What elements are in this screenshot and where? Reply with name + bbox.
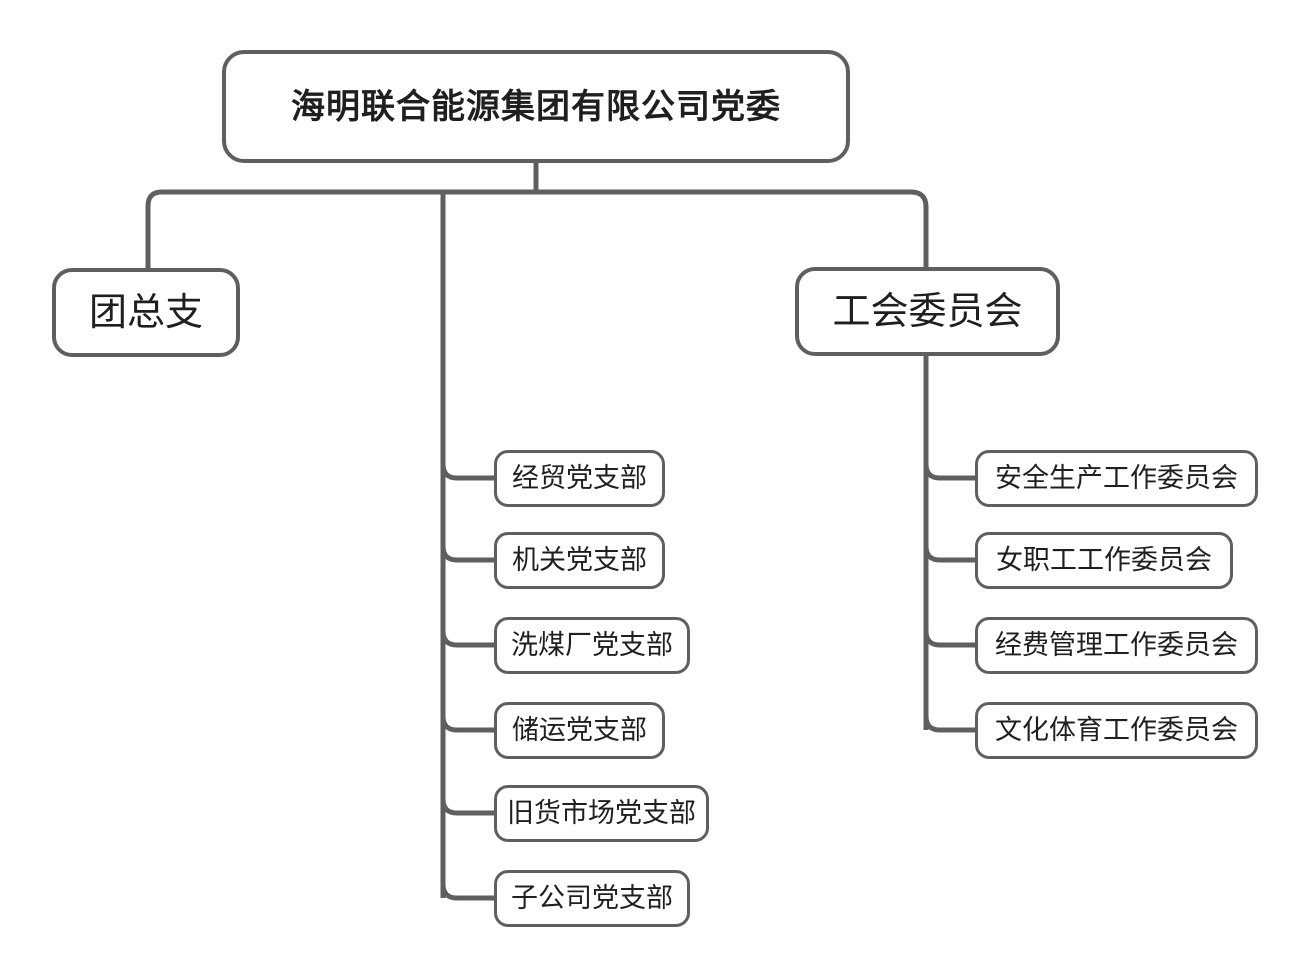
node-union-committee[interactable]: 工会委员会 — [795, 267, 1060, 356]
node-union-subcommittee-3[interactable]: 经费管理工作委员会 — [975, 617, 1258, 674]
connector-bus-right — [536, 189, 929, 267]
node-party-branch-6-label: 子公司党支部 — [511, 883, 673, 913]
node-party-branch-3-label: 洗煤厂党支部 — [511, 630, 673, 660]
node-party-branch-4-label: 储运党支部 — [512, 715, 647, 745]
connector-branch-right-3 — [923, 630, 975, 648]
connector-branch-center-2 — [440, 545, 494, 563]
node-party-branch-2-label: 机关党支部 — [512, 545, 647, 575]
node-union-subcommittee-3-label: 经费管理工作委员会 — [995, 630, 1238, 660]
connector-branch-center-4 — [440, 715, 494, 733]
connector-branch-right-2 — [923, 545, 975, 563]
node-union-subcommittee-1-label: 安全生产工作委员会 — [995, 463, 1238, 493]
node-union-subcommittee-1[interactable]: 安全生产工作委员会 — [975, 450, 1258, 507]
connector-branch-center-3 — [440, 630, 494, 648]
node-party-branch-5-label: 旧货市场党支部 — [505, 798, 698, 828]
connector-branch-right-4 — [923, 715, 975, 733]
node-root-label: 海明联合能源集团有限公司党委 — [291, 87, 781, 126]
node-union-subcommittee-2-label: 女职工工作委员会 — [996, 545, 1212, 575]
connector-bus-left — [145, 189, 536, 268]
node-party-branch-4[interactable]: 储运党支部 — [494, 702, 665, 759]
node-union-subcommittee-4-label: 文化体育工作委员会 — [995, 715, 1238, 745]
node-party-branch-1[interactable]: 经贸党支部 — [494, 450, 665, 507]
connector-branch-center-1 — [440, 463, 494, 481]
node-union-committee-label: 工会委员会 — [832, 290, 1023, 333]
node-party-branch-2[interactable]: 机关党支部 — [494, 532, 665, 589]
node-youth-league-branch[interactable]: 团总支 — [52, 268, 240, 357]
node-union-subcommittee-4[interactable]: 文化体育工作委员会 — [975, 702, 1258, 759]
connector-branch-right-1 — [923, 463, 975, 481]
connector-branch-center-6 — [440, 883, 494, 901]
node-root[interactable]: 海明联合能源集团有限公司党委 — [222, 50, 850, 163]
node-youth-league-branch-label: 团总支 — [88, 291, 203, 334]
node-party-branch-3[interactable]: 洗煤厂党支部 — [494, 617, 690, 674]
node-party-branch-5[interactable]: 旧货市场党支部 — [494, 785, 709, 842]
node-party-branch-6[interactable]: 子公司党支部 — [494, 870, 690, 927]
node-union-subcommittee-2[interactable]: 女职工工作委员会 — [975, 532, 1233, 589]
connector-branch-center-5 — [440, 798, 494, 816]
node-party-branch-1-label: 经贸党支部 — [512, 463, 647, 493]
